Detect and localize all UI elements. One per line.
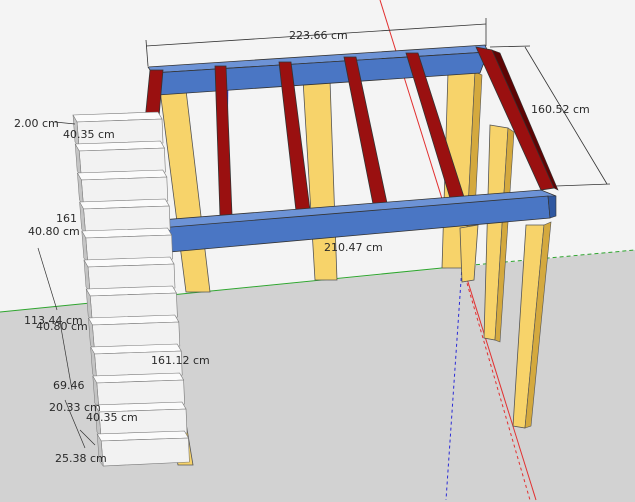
dimension-label-front[interactable]: 210.47 cm [324,241,383,254]
green-axis-line [0,265,463,313]
dimension-label-right[interactable]: 160.52 cm [531,103,590,116]
right-front-post-side [524,221,552,429]
stair-dim-20-33[interactable]: 20.33 cm [49,401,101,414]
stair-dim-161-partial[interactable]: 161 [56,212,77,225]
dimension-top[interactable] [145,18,487,67]
stair-dim-113-44[interactable]: 113.44 cm [24,314,83,327]
stair-side [96,433,104,467]
staircase[interactable] [72,111,190,467]
stair-dim-40-80-upper[interactable]: 40.80 cm [28,225,80,238]
stair-dim-161-12[interactable]: 161.12 cm [151,354,210,367]
stair-dim-40-80-lower[interactable]: 40.80 cm [36,320,88,333]
stair-dim-40-35-bottom[interactable]: 40.35 cm [86,411,138,424]
stair-dimension-lines [37,121,96,449]
stair-dim-40-35-top[interactable]: 40.35 cm [63,128,115,141]
red-axis-dashed [461,265,531,501]
joist-right-side [491,49,559,191]
dimension-right[interactable] [489,45,611,187]
dimension-label-top[interactable]: 223.66 cm [289,29,348,42]
stair-dim-69-46[interactable]: 69.46 [53,379,85,392]
front-beam-end [547,195,557,219]
stair-dim-2-00[interactable]: 2.00 cm [14,117,59,130]
stair-dim-25-38[interactable]: 25.38 cm [55,452,107,465]
stair-riser [100,437,190,467]
right-back-post-side [494,127,515,343]
center-back-post [459,224,479,283]
